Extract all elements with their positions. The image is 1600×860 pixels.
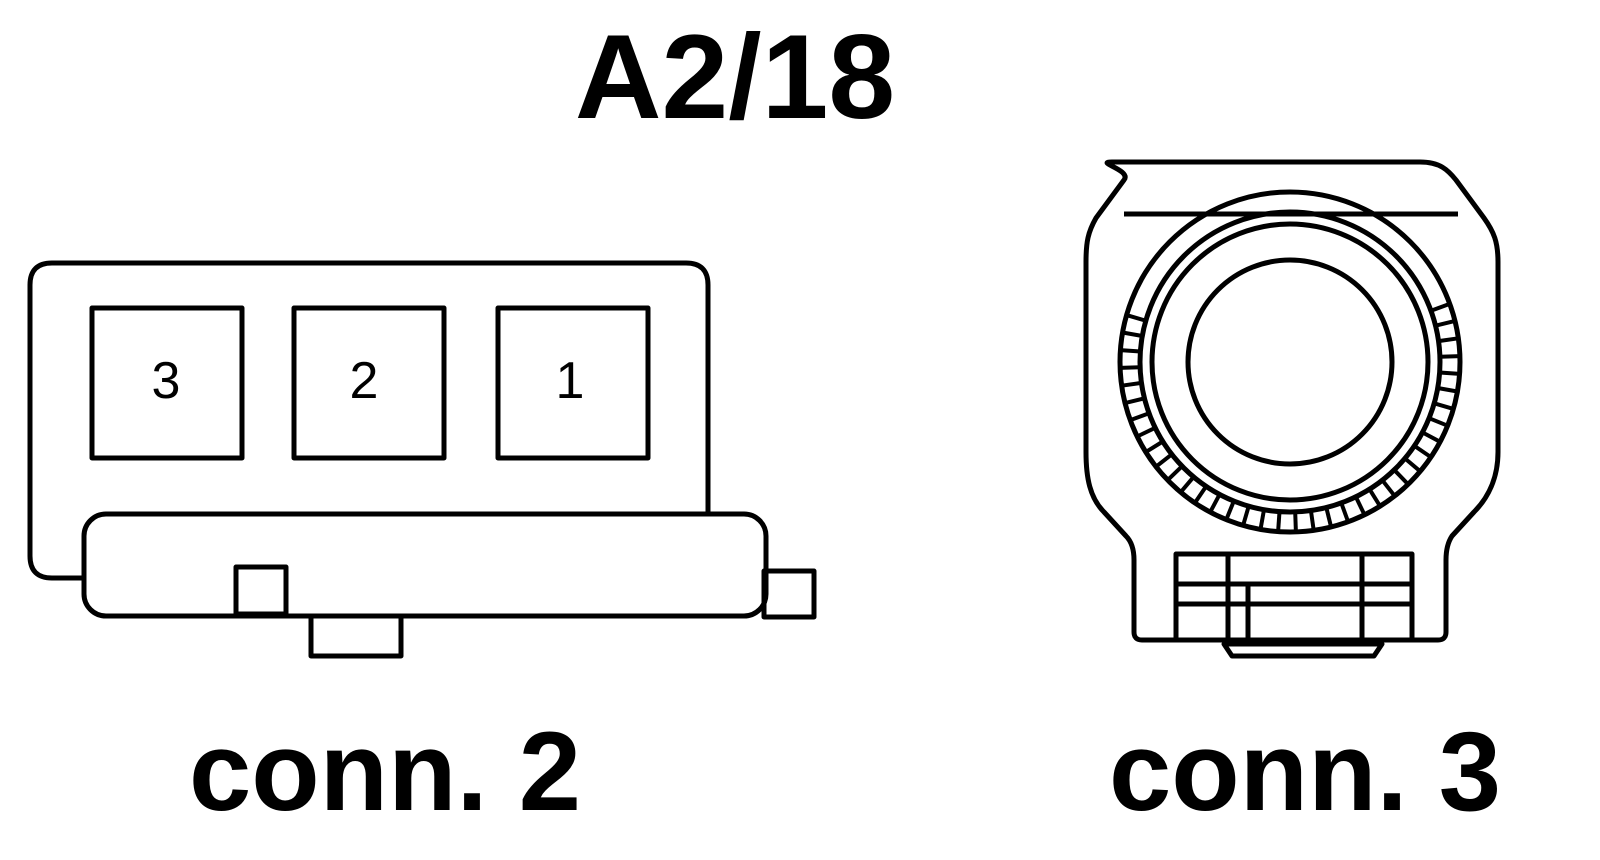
knurl-tick: [1193, 485, 1208, 505]
connector-2-tab-bottom: [308, 613, 404, 659]
knurl-tick: [1126, 313, 1147, 323]
knurl-tick: [1129, 411, 1150, 422]
diagram-title: A2/18: [575, 10, 895, 144]
knurl-tick: [1120, 348, 1141, 354]
knurl-tick: [1428, 416, 1449, 428]
connector-2-tab-right: [761, 568, 817, 620]
connector-2-pin-1: [495, 305, 651, 461]
knurl-tick: [1166, 464, 1184, 482]
knurl-tick: [1433, 401, 1454, 411]
connector-3-inner-ring: [1149, 221, 1431, 503]
connector-3-knurl: [1120, 302, 1460, 532]
knurl-tick: [1258, 509, 1266, 530]
connector-2-latch-bar: [81, 511, 769, 619]
knurl-tick: [1353, 495, 1367, 516]
connector-2-pin-1-label: 1: [556, 352, 585, 410]
connector-3-latch-bottom: [1221, 641, 1385, 659]
connector-2-housing: [27, 260, 711, 581]
knurl-tick: [1380, 478, 1397, 498]
knurl-tick: [1154, 452, 1174, 469]
knurl-tick: [1241, 505, 1251, 526]
knurl-tick: [1122, 330, 1143, 338]
knurl-tick: [1224, 500, 1236, 521]
knurl-tick: [1403, 456, 1422, 473]
connector-3-latch: [1245, 584, 1365, 647]
connector-3-middle-ring: [1137, 209, 1443, 515]
knurl-tick: [1136, 425, 1157, 439]
knurl-tick: [1276, 511, 1282, 532]
knurl-tick: [1430, 302, 1451, 313]
knurl-tick: [1124, 396, 1145, 406]
connector-3: [1083, 159, 1501, 659]
knurl-tick: [1413, 444, 1433, 459]
connector-2-pin-2: [291, 305, 447, 461]
knurl-tick: [1324, 507, 1334, 528]
connector-3-socket: [1185, 257, 1395, 467]
connector-3-label: conn. 3: [1109, 709, 1501, 834]
connector-3-lock-block: [1173, 551, 1415, 643]
knurl-tick: [1421, 430, 1442, 444]
knurl-tick: [1439, 370, 1460, 376]
connector-2-label: conn. 2: [189, 709, 581, 834]
knurl-tick: [1435, 318, 1456, 328]
knurl-tick: [1437, 386, 1458, 394]
connector-2-pin-3-label: 3: [152, 352, 181, 410]
knurl-tick: [1392, 468, 1410, 486]
connector-2-pin-3: [89, 305, 245, 461]
knurl-tick: [1121, 380, 1142, 388]
knurl-tick: [1339, 502, 1350, 523]
knurl-tick: [1438, 336, 1459, 344]
knurl-tick: [1179, 475, 1196, 494]
connector-2-tab-center: [233, 564, 289, 617]
knurl-tick: [1120, 365, 1141, 370]
connector-3-outer-ring: [1117, 189, 1463, 535]
knurl-tick: [1367, 488, 1382, 508]
knurl-tick: [1308, 510, 1316, 531]
connector-2-pin-2-label: 2: [350, 352, 379, 410]
connector-2: [27, 260, 817, 659]
knurl-tick: [1293, 511, 1298, 532]
knurl-tick: [1144, 439, 1164, 454]
knurl-tick: [1439, 354, 1460, 359]
knurl-tick: [1208, 493, 1222, 514]
